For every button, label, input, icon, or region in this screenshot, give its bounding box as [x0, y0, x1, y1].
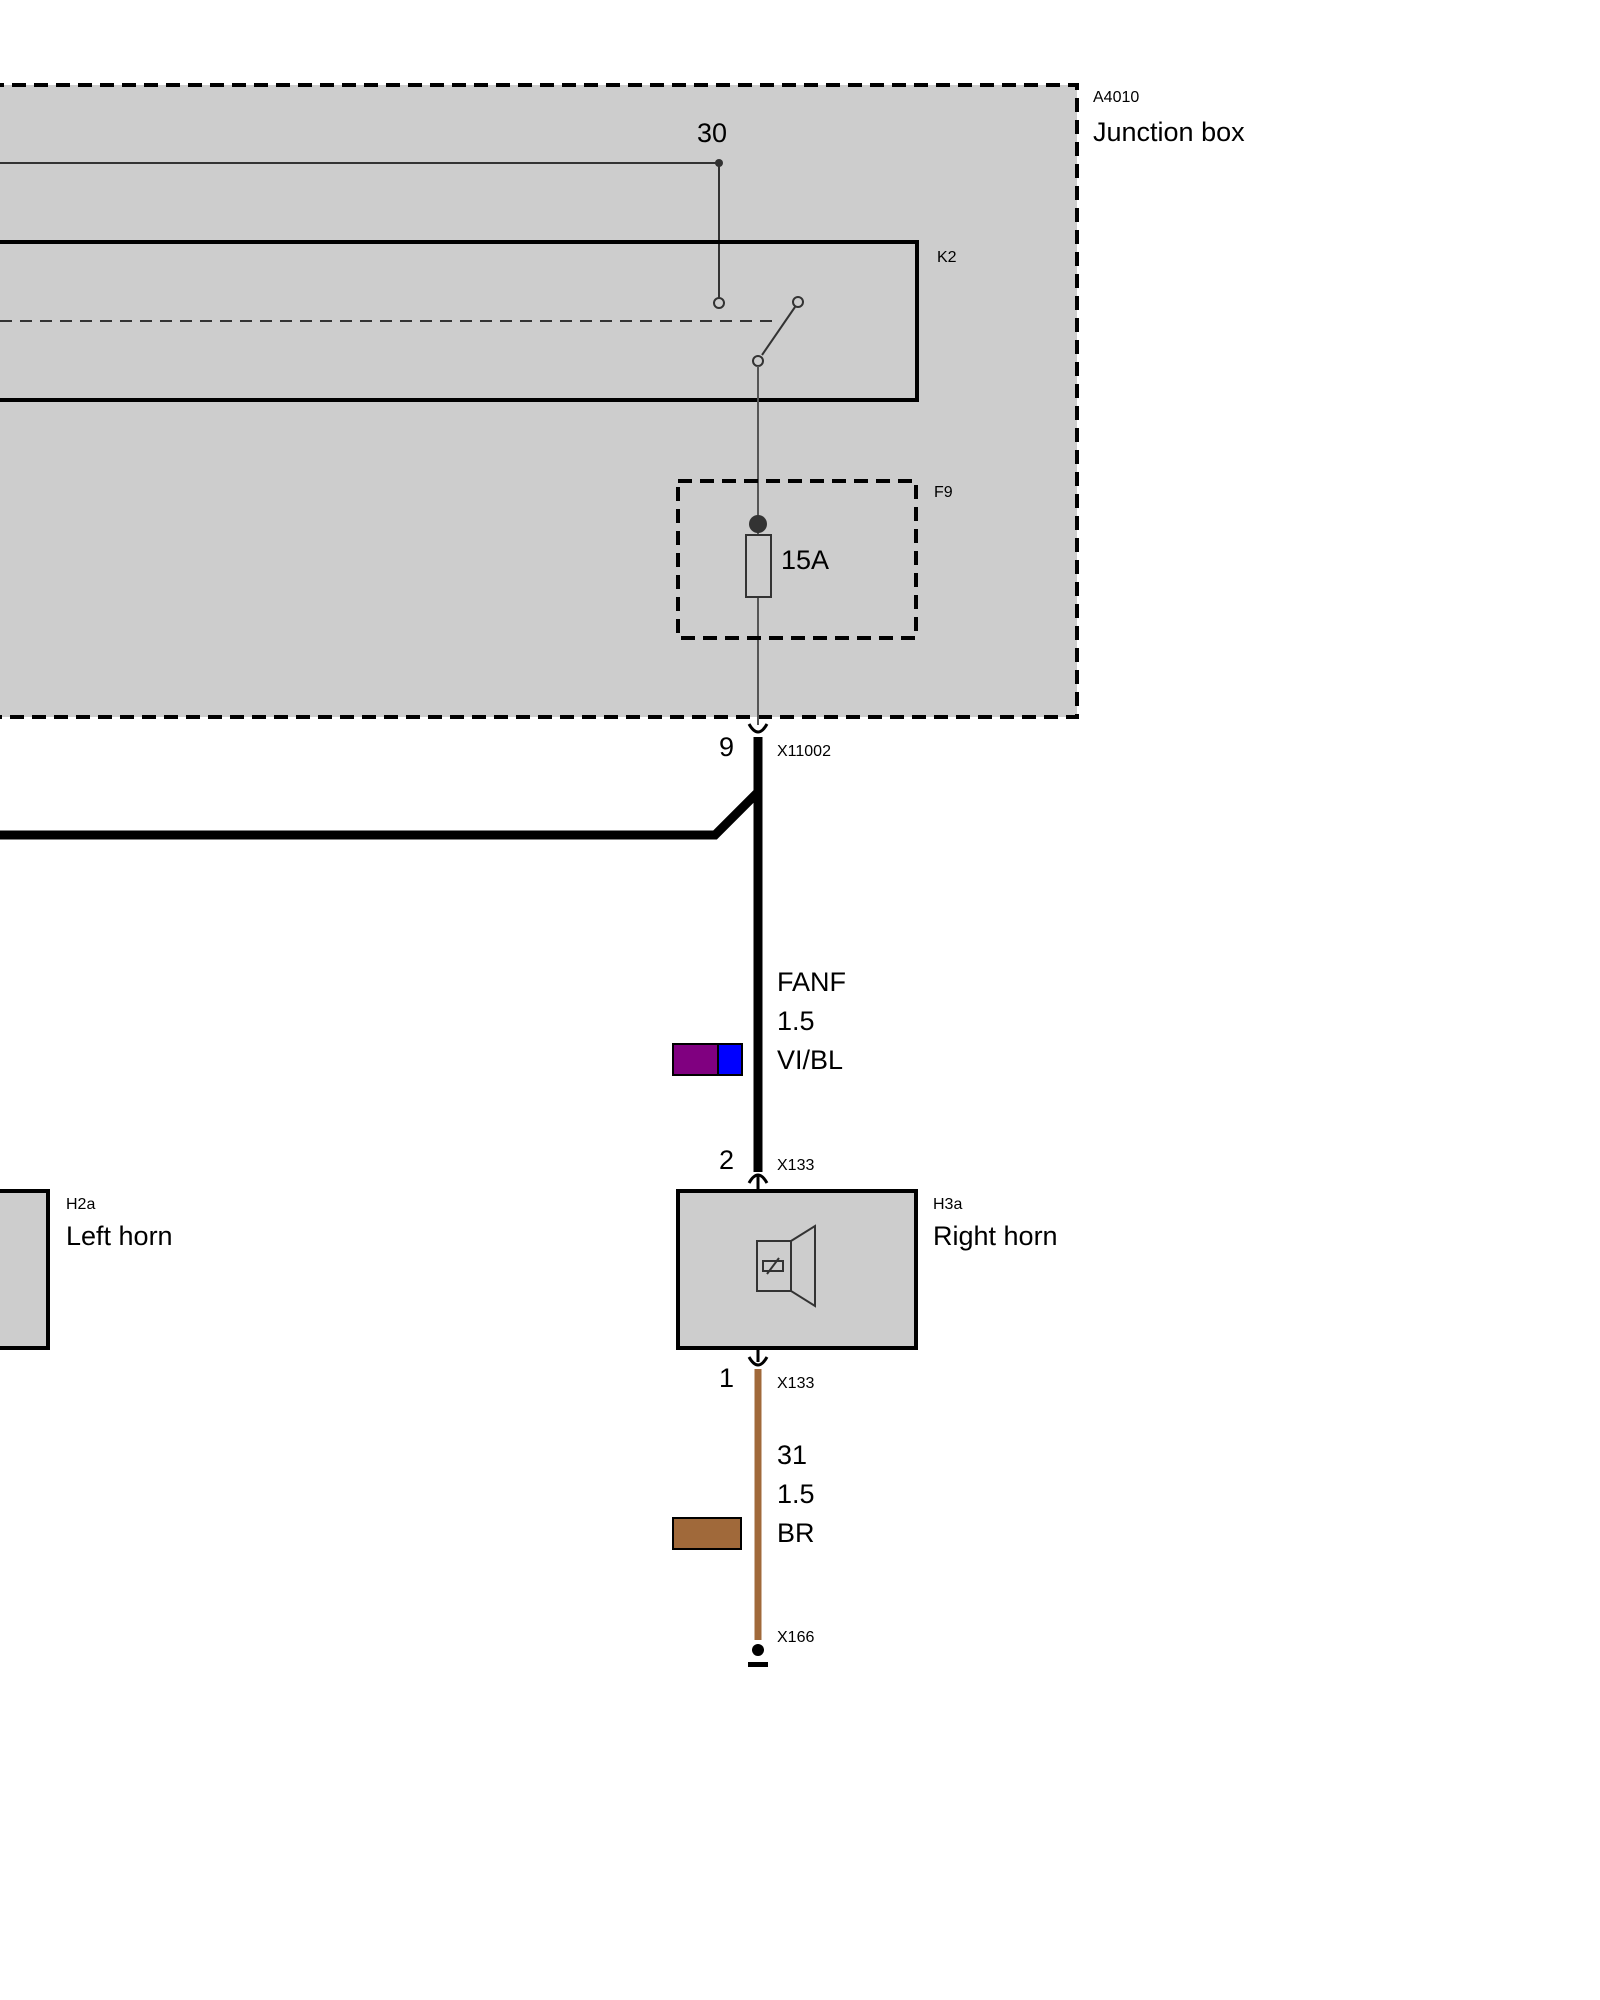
fuse-f9-id: F9: [934, 484, 953, 501]
ground-symbol: [748, 1662, 768, 1667]
connector-x133-bottom-symbol: [747, 1356, 769, 1367]
ground-node: [752, 1644, 764, 1656]
left-horn-id: H2a: [66, 1196, 95, 1213]
connector-x133-top-pin: 2: [719, 1145, 734, 1175]
connector-x11002-id: X11002: [777, 743, 831, 760]
junction-box-id: A4010: [1093, 89, 1139, 106]
connector-x133-bottom-pin: 1: [719, 1363, 734, 1393]
junction-box-name: Junction box: [1093, 117, 1245, 147]
wire-fanf-circuit: FANF: [777, 967, 846, 997]
wire-fanf-color-code: VI/BL: [777, 1045, 843, 1075]
wire-31-color-brown: [672, 1517, 742, 1550]
wire-31-color-code: BR: [777, 1518, 815, 1548]
left-horn-box: [0, 1189, 50, 1350]
horn-icon: [756, 1224, 816, 1308]
right-horn-id: H3a: [933, 1196, 962, 1213]
relay-k2-id: K2: [937, 249, 957, 266]
ground-id: X166: [777, 1629, 814, 1646]
left-horn-name: Left horn: [66, 1221, 173, 1251]
fuse-rating: 15A: [781, 545, 829, 575]
relay-k2-box: [0, 240, 919, 402]
terminal-30-label: 30: [697, 118, 727, 148]
wire-fanf-color-violet: [672, 1043, 719, 1076]
connector-x11002-pin: 9: [719, 732, 734, 762]
wire-fanf-gauge: 1.5: [777, 1006, 815, 1036]
connector-x11002-symbol: [747, 723, 769, 734]
fuse-f9-box: [676, 479, 918, 640]
right-horn-box: [676, 1189, 918, 1350]
harness-branch: [0, 788, 762, 840]
relay-contact-nc: [713, 297, 725, 309]
right-horn-name: Right horn: [933, 1221, 1058, 1251]
fuse-node: [749, 515, 767, 533]
wire-31-gauge: 1.5: [777, 1479, 815, 1509]
fuse-element: [745, 534, 772, 598]
connector-x133-top-id: X133: [777, 1157, 814, 1174]
relay-contact-no: [792, 296, 804, 308]
connector-x133-top-symbol: [747, 1173, 769, 1184]
wire-fanf-color-blue: [717, 1043, 743, 1076]
wire-31-circuit: 31: [777, 1440, 807, 1470]
relay-switch-arm: [761, 306, 796, 356]
relay-contact-common: [752, 355, 764, 367]
connector-x133-bottom-id: X133: [777, 1375, 814, 1392]
